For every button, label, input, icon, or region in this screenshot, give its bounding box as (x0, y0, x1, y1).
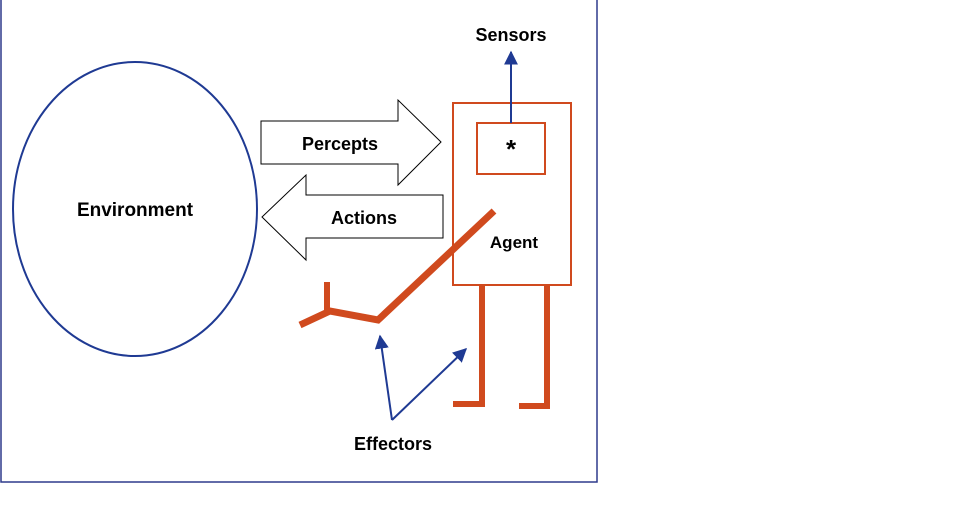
effector-pointer-leg (391, 348, 468, 421)
agent-core-symbol: * (506, 134, 517, 164)
environment-label: Environment (77, 200, 194, 221)
effectors-label: Effectors (354, 434, 432, 454)
actions-arrow (261, 173, 444, 262)
agent-right-leg (519, 285, 550, 409)
agent-arm (298, 208, 497, 329)
diagram-frame (0, 0, 598, 483)
percepts-label: Percepts (302, 134, 378, 154)
sensors-label: Sensors (475, 25, 546, 45)
agent-body (452, 102, 572, 286)
effector-pointer-arm (374, 334, 393, 421)
actions-label: Actions (331, 208, 397, 228)
agent-left-leg (453, 285, 485, 407)
agent-label: Agent (490, 233, 539, 252)
percepts-arrow (260, 98, 442, 187)
environment-ellipse (12, 61, 258, 357)
